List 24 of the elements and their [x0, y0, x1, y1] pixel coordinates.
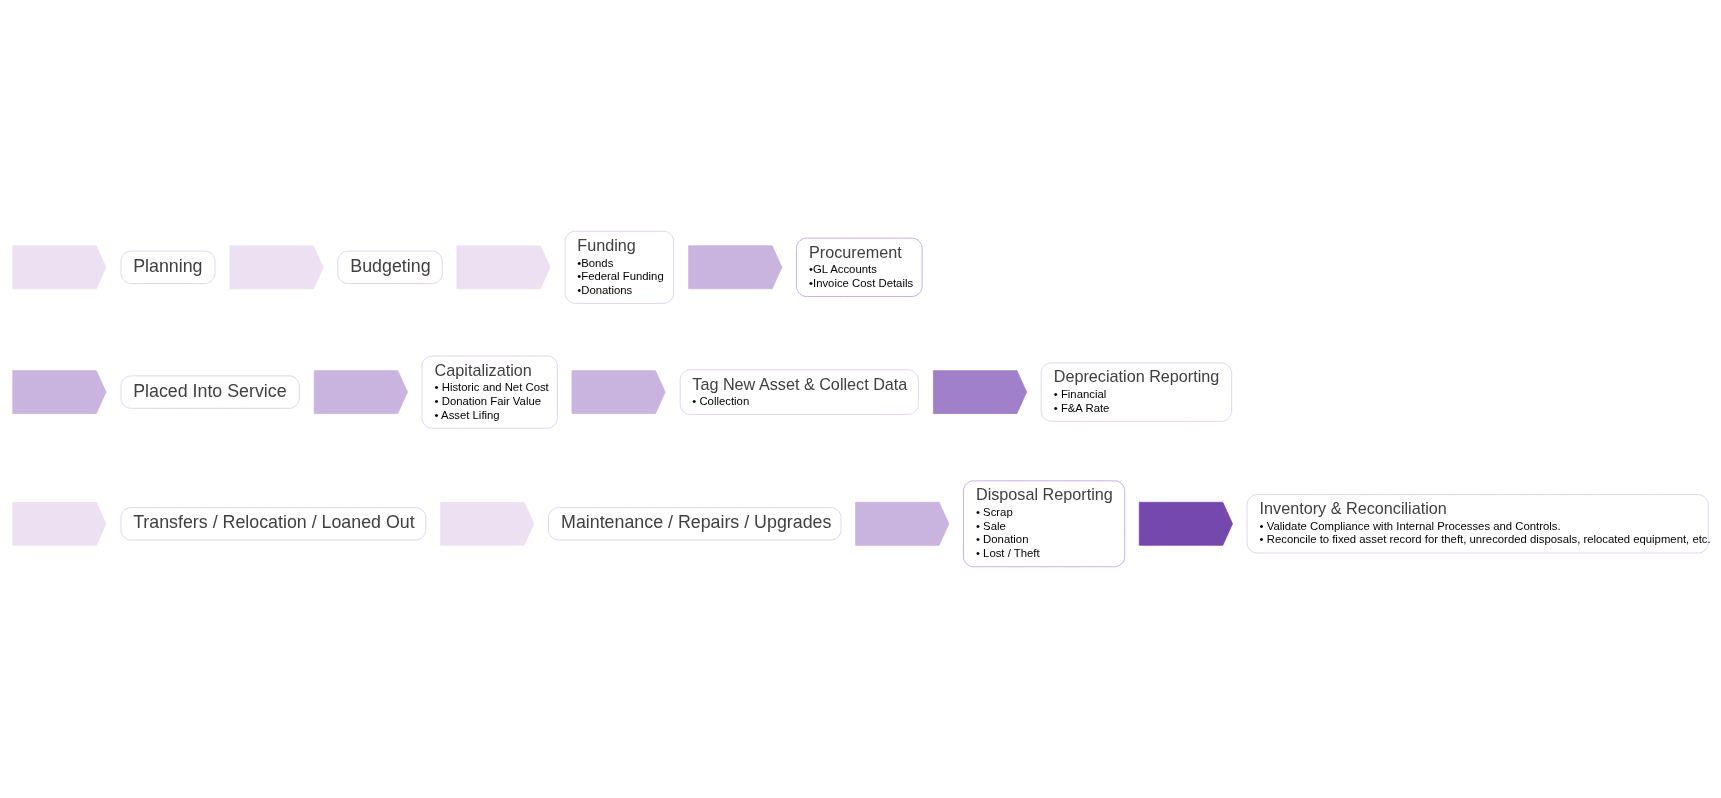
node-chevron [688, 245, 783, 290]
node-chevron [229, 245, 324, 290]
node-box: Inventory & Reconciliation • Validate Compliance with Internal Processes and Controls. • Reconcile to fixed asset record for theft, unrecorded disposals, relocated equipment, etc. [1246, 494, 1709, 554]
node-box: Capitalization • Historic and Net Cost • Donation Fair Value • Asset Lifing [421, 355, 558, 429]
node-box: Funding •Bonds •Federal Funding •Donations [564, 230, 675, 304]
node-box: Depreciation Reporting • Financial • F&A Rate [1040, 362, 1233, 422]
node-box: Disposal Reporting • Scrap • Sale • Donation • Lost / Theft [963, 480, 1126, 568]
node-box: Maintenance / Repairs / Upgrades [548, 507, 842, 541]
node-box: Tag New Asset & Collect Data • Collection [679, 369, 919, 415]
node-box: Budgeting [337, 250, 443, 284]
node-chevron [933, 370, 1028, 414]
node-box: Placed Into Service [120, 375, 300, 409]
node-chevron [855, 501, 950, 546]
node-box: Transfers / Relocation / Loaned Out [120, 507, 427, 541]
node-chevron [1138, 501, 1233, 546]
node-chevron [12, 245, 107, 290]
node-box: Planning [120, 250, 216, 284]
node-chevron [440, 501, 535, 546]
node-chevron [313, 370, 408, 414]
node-chevron [12, 501, 107, 546]
node-box: Procurement •GL Accounts •Invoice Cost Details [796, 237, 923, 297]
node-chevron [571, 370, 666, 414]
node-chevron [12, 370, 107, 414]
node-chevron [456, 245, 551, 290]
